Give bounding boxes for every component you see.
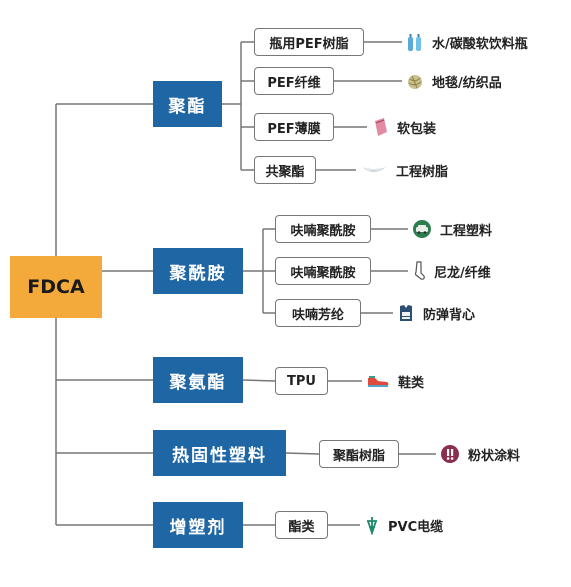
resin-icon (360, 163, 388, 177)
pouch-icon (371, 117, 389, 137)
application-label: 防弹背心 (423, 307, 476, 323)
category-node: 热固性塑料 (153, 430, 286, 476)
application-item: PVC电缆 (364, 513, 443, 537)
application-label: 工程塑料 (440, 223, 493, 239)
application-label: 粉状涂料 (468, 448, 521, 464)
category-node: 聚酯 (153, 81, 222, 127)
subcategory-node: PEF薄膜 (254, 113, 334, 141)
subcategory-node: 聚酯树脂 (319, 440, 399, 468)
cable-icon (364, 515, 380, 535)
application-item: 防弹背心 (397, 301, 475, 325)
application-item: 尼龙/纤维 (412, 259, 491, 283)
subcategory-node: TPU (275, 367, 328, 395)
bottles-icon (406, 32, 424, 52)
root-node: FDCA (10, 256, 102, 318)
application-item: 地毯/纺织品 (406, 69, 502, 93)
application-item: 工程塑料 (412, 217, 492, 241)
application-item: 工程树脂 (360, 158, 448, 182)
sock-icon (412, 261, 426, 281)
subcategory-node: 酯类 (275, 511, 328, 539)
application-label: PVC电缆 (388, 519, 444, 535)
application-item: 软包装 (371, 115, 436, 139)
branch-line (285, 452, 320, 455)
shoe-icon (366, 373, 390, 389)
powder-icon (440, 444, 460, 464)
yarn-icon (406, 71, 424, 91)
application-item: 水/碳酸软饮料瓶 (406, 30, 528, 54)
application-label: 软包装 (397, 121, 437, 137)
application-label: 水/碳酸软饮料瓶 (432, 36, 528, 52)
subcategory-node: 共聚酯 (254, 156, 316, 184)
application-label: 地毯/纺织品 (432, 75, 502, 91)
application-label: 鞋类 (398, 375, 425, 391)
subcategory-node: 呋喃聚酰胺 (275, 257, 371, 285)
vest-icon (397, 303, 415, 323)
category-node: 增塑剂 (153, 502, 243, 548)
application-label: 尼龙/纤维 (434, 265, 491, 281)
car-icon (412, 219, 432, 239)
subcategory-node: 瓶用PEF树脂 (254, 28, 364, 56)
subcategory-node: 呋喃芳纶 (275, 299, 361, 327)
category-node: 聚酰胺 (153, 248, 243, 294)
application-label: 工程树脂 (396, 164, 449, 180)
subcategory-node: 呋喃聚酰胺 (275, 215, 371, 243)
branch-line (242, 379, 276, 382)
application-item: 粉状涂料 (440, 442, 520, 466)
category-node: 聚氨酯 (153, 357, 243, 403)
application-item: 鞋类 (366, 369, 424, 393)
subcategory-node: PEF纤维 (254, 67, 334, 95)
